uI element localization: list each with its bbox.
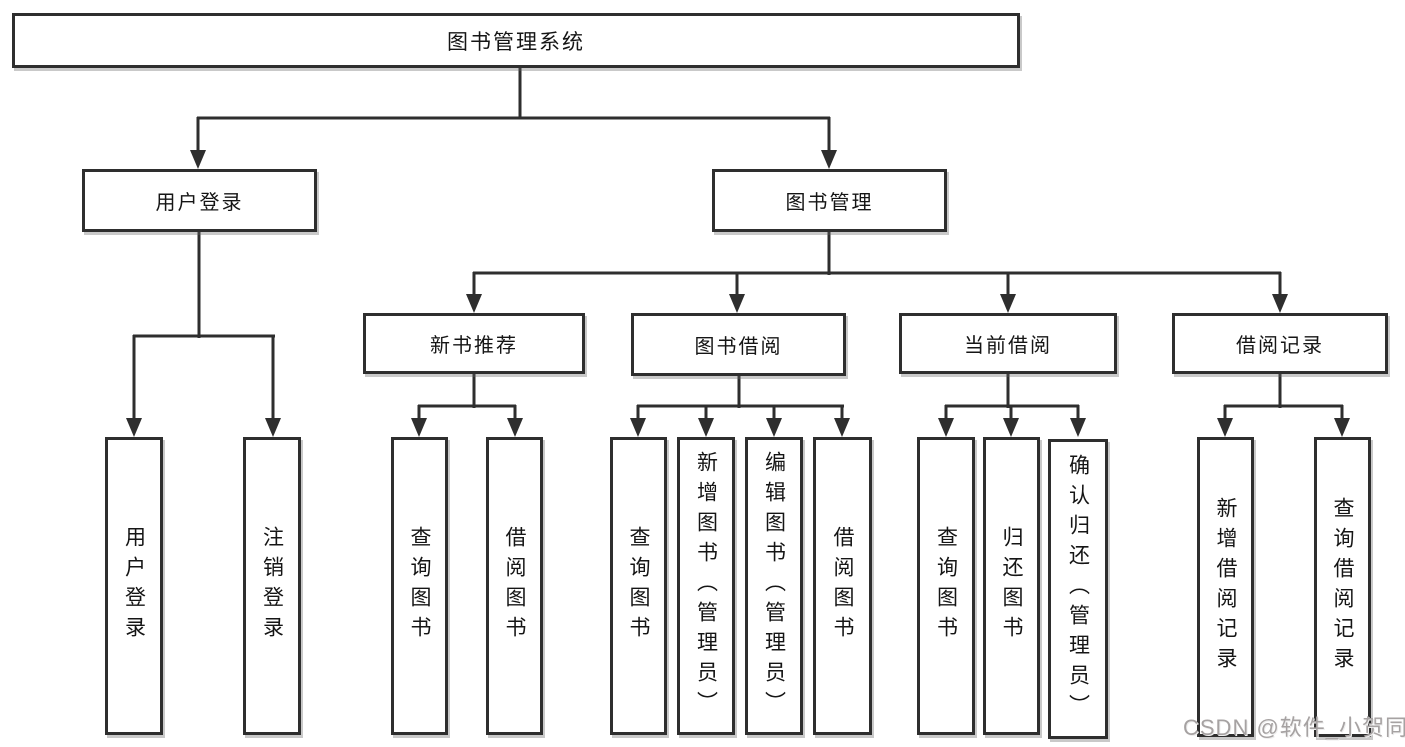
- node-label: 查询图书: [934, 526, 958, 646]
- leaf-add-borrow-record: 新增借阅记录: [1197, 437, 1254, 737]
- node-current-borrowing: 当前借阅: [899, 313, 1117, 374]
- node-label: 图书管理: [785, 192, 874, 214]
- node-label: 借阅记录: [1236, 335, 1324, 357]
- leaf-edit-books-admin: 编辑图书（管理员）: [745, 437, 803, 735]
- node-label: 归还图书: [1000, 526, 1024, 646]
- node-user-login: 用户登录: [82, 169, 317, 232]
- leaf-logout: 注销登录: [243, 437, 301, 735]
- node-label: 图书管理系统: [447, 30, 585, 54]
- node-label: 查询图书: [627, 526, 651, 646]
- node-label: 用户登录: [155, 192, 244, 214]
- leaf-query-books-current: 查询图书: [917, 437, 975, 735]
- leaf-query-books-borrowing: 查询图书: [610, 437, 667, 735]
- node-new-book-recommend: 新书推荐: [363, 313, 585, 374]
- leaf-borrow-books: 借阅图书: [813, 437, 872, 735]
- node-label: 新增图书（管理员）: [694, 451, 718, 721]
- node-book-borrowing: 图书借阅: [631, 313, 846, 376]
- leaf-confirm-return-admin: 确认归还（管理员）: [1048, 439, 1108, 739]
- node-label: 用户登录: [122, 526, 146, 646]
- leaf-add-books-admin: 新增图书（管理员）: [677, 437, 735, 735]
- node-label: 借阅图书: [503, 526, 527, 646]
- node-borrowing-records: 借阅记录: [1172, 313, 1388, 374]
- node-label: 注销登录: [260, 526, 284, 646]
- csdn-watermark: CSDN @软件_小贺同学: [1183, 715, 1405, 740]
- node-label: 当前借阅: [964, 335, 1052, 357]
- node-label: 新书推荐: [430, 335, 518, 357]
- node-library-system: 图书管理系统: [12, 13, 1020, 68]
- node-label: 查询图书: [408, 526, 432, 646]
- leaf-return-books: 归还图书: [983, 437, 1040, 735]
- node-book-management: 图书管理: [712, 169, 947, 232]
- node-label: 编辑图书（管理员）: [762, 451, 786, 721]
- node-label: 借阅图书: [831, 526, 855, 646]
- node-label: 查询借阅记录: [1331, 497, 1355, 677]
- leaf-user-login: 用户登录: [105, 437, 163, 735]
- node-label: 图书借阅: [694, 336, 783, 358]
- leaf-query-books-recommend: 查询图书: [391, 437, 448, 735]
- node-label: 确认归还（管理员）: [1066, 454, 1090, 724]
- leaf-query-borrow-record: 查询借阅记录: [1314, 437, 1371, 737]
- leaf-borrow-books-recommend: 借阅图书: [486, 437, 543, 735]
- node-label: 新增借阅记录: [1214, 497, 1238, 677]
